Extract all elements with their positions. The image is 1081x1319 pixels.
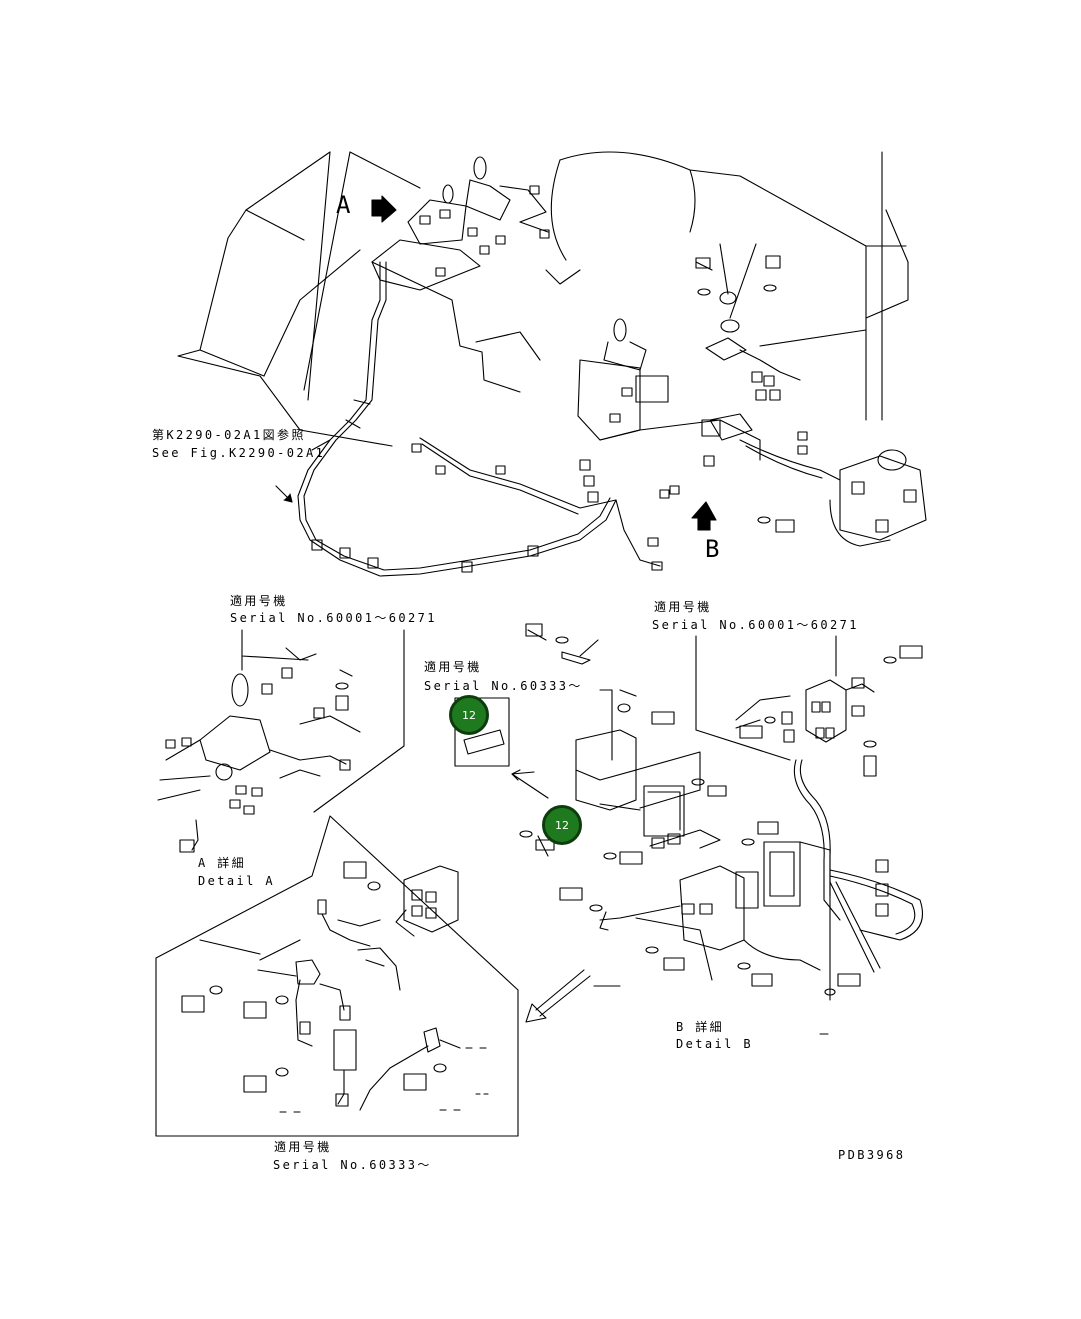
detail-a-lines — [157, 629, 405, 853]
misc-leaders — [279, 1033, 829, 1113]
applicable-serial-jp-2: 適用号機 — [424, 660, 482, 674]
harness-main — [297, 261, 663, 577]
detail-b-title-en: Detail B — [676, 1037, 753, 1051]
right-lever-console — [577, 318, 841, 503]
detail-b-lower — [559, 821, 924, 1001]
arrow-b — [691, 501, 717, 531]
ref-leader — [275, 439, 331, 503]
bolts-top-right — [695, 243, 781, 361]
bolt-b-area — [757, 516, 795, 533]
view-a-label: A — [336, 191, 351, 219]
serial-range-2: Serial No.60333～ — [424, 679, 583, 693]
arrow-a — [371, 195, 397, 223]
bottom-detail-frame — [155, 815, 519, 1137]
serial-range-1: Serial No.60001～60271 — [230, 611, 437, 625]
bottom-arrow — [525, 969, 591, 1023]
drawing-number: PDB3968 — [838, 1148, 906, 1162]
serial-range-3: Serial No.60001～60271 — [652, 618, 859, 632]
serial-range-4: Serial No.60333～ — [273, 1158, 432, 1172]
bottom-detail-parts — [181, 861, 461, 1111]
detail-a-title-jp: A 詳細 — [198, 856, 247, 870]
applicable-serial-jp-1: 適用号機 — [230, 594, 288, 608]
reference-figure-jp: 第K2290-02A1図参照 — [152, 428, 306, 442]
detail-b-title-jp: B 詳細 — [676, 1020, 725, 1034]
view-b-label: B — [705, 535, 720, 563]
reference-figure-en: See Fig.K2290-02A1 — [152, 446, 326, 460]
applicable-serial-jp-4: 適用号機 — [274, 1140, 332, 1154]
applicable-serial-jp-3: 適用号機 — [654, 600, 712, 614]
cab-structure — [177, 151, 909, 447]
detail-b-lines — [519, 623, 923, 921]
part-callout-marker[interactable]: 12 — [449, 695, 489, 735]
detail-a-title-en: Detail A — [198, 874, 275, 888]
part-callout-marker[interactable]: 12 — [542, 805, 582, 845]
serial-60333-inset — [454, 697, 549, 799]
washer-tank — [829, 449, 927, 547]
